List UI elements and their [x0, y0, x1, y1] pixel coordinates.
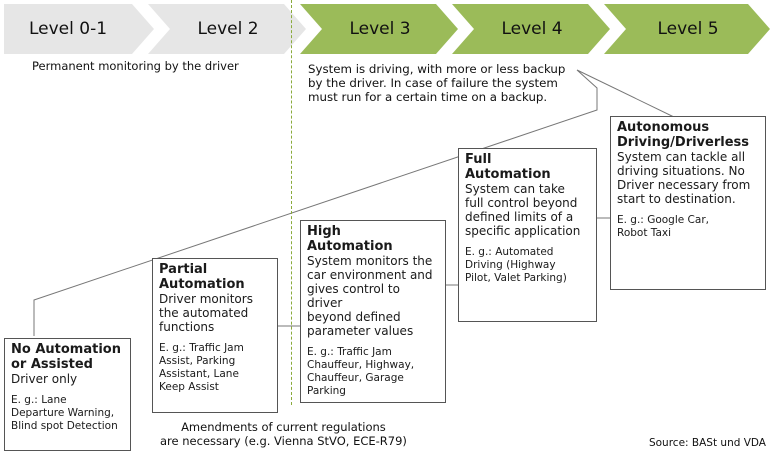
box-desc: System monitors the car environment and … [307, 254, 433, 338]
box-title: Full Automation [465, 152, 551, 182]
box-desc: System can take full control beyond defi… [465, 182, 581, 238]
level-chevron-2: Level 2 [148, 4, 306, 54]
level-label: Level 5 [657, 19, 719, 39]
box-example: E. g.: Google Car, Robot Taxi [617, 214, 709, 239]
level-label: Level 4 [501, 19, 563, 39]
box-title: High Automation [307, 224, 393, 254]
box-desc: System can tackle all driving situations… [617, 150, 751, 206]
divider-line [291, 0, 292, 405]
level-chevron-5: Level 5 [604, 4, 770, 54]
level-chevron-3: Level 3 [300, 4, 458, 54]
box-high-automation: High Automation System monitors the car … [300, 220, 446, 403]
level-label: Level 3 [349, 19, 411, 39]
box-full-automation: Full Automation System can take full con… [458, 148, 597, 322]
amendments-note: Amendments of current regulations are ne… [160, 420, 407, 448]
source-label: Source: BASt und VDA [648, 437, 766, 449]
box-title: Autonomous Driving/Driverless [617, 120, 750, 150]
chevron-shape [604, 4, 770, 54]
box-title: Partial Automation [159, 262, 245, 292]
box-title: No Automation or Assisted [11, 342, 121, 372]
box-desc: Driver monitors the automated functions [159, 292, 253, 334]
box-example: E. g.: Traffic Jam Assist, Parking Assis… [159, 342, 244, 393]
box-example: E. g.: Lane Departure Warning, Blind spo… [11, 394, 118, 432]
box-autonomous-driving: Autonomous Driving/Driverless System can… [610, 116, 766, 290]
level-label: Level 2 [197, 19, 259, 39]
box-example: E. g.: Automated Driving (Highway Pilot,… [465, 246, 567, 284]
box-no-automation: No Automation or Assisted Driver only E.… [4, 338, 131, 451]
box-desc: Driver only [11, 372, 78, 386]
driver-monitoring-note: Permanent monitoring by the driver [32, 59, 239, 73]
box-partial-automation: Partial Automation Driver monitors the a… [152, 258, 278, 413]
chevron-shape [4, 4, 154, 54]
level-chevron-0-1: Level 0-1 [4, 4, 154, 54]
box-example: E. g.: Traffic Jam Chauffeur, Highway, C… [307, 346, 415, 397]
chevron-shape [452, 4, 610, 54]
chevron-shape [300, 4, 458, 54]
level-chevron-4: Level 4 [452, 4, 610, 54]
chevron-shape [148, 4, 306, 54]
level-label: Level 0-1 [28, 19, 108, 39]
system-driving-note: System is driving, with more or less bac… [308, 62, 566, 104]
